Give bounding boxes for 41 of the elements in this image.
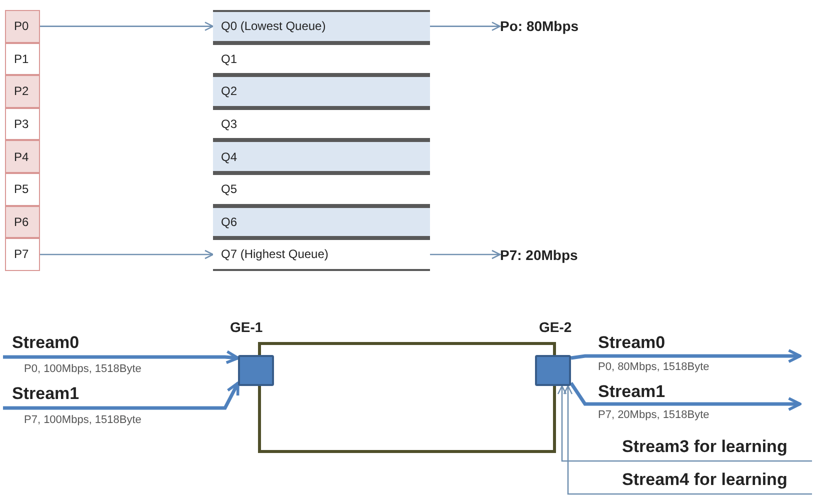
queue-row: Q5 [213, 173, 430, 206]
priority-cell: P6 [5, 206, 40, 238]
priority-cell: P3 [5, 108, 40, 140]
switch-box [258, 342, 556, 453]
queue-row: Q6 [213, 206, 430, 238]
port-label: GE-1 [230, 318, 263, 336]
arrow [40, 250, 214, 260]
arrow [570, 349, 802, 363]
rate-label: P7: 20Mbps [500, 245, 600, 265]
queue-row: Q0 (Lowest Queue) [213, 10, 430, 43]
arrow [557, 385, 812, 462]
stream-details: P7, 100Mbps, 1518Byte [24, 414, 142, 427]
port-label: GE-2 [539, 318, 572, 336]
priority-cell: P7 [5, 238, 40, 271]
priority-cell: P5 [5, 173, 40, 206]
stream-label: Stream1 [598, 382, 666, 402]
arrow [3, 350, 240, 364]
queue-row: Q1 [213, 42, 430, 76]
arrow [563, 385, 812, 495]
priority-cell: P0 [5, 10, 40, 43]
stream-details: P7, 20Mbps, 1518Byte [598, 409, 710, 422]
stream-label: Stream4 for learning [622, 470, 788, 490]
priority-cell: P4 [5, 140, 40, 173]
arrow [570, 382, 802, 411]
priority-cell: P1 [5, 42, 40, 76]
stream-details: P0, 100Mbps, 1518Byte [24, 363, 142, 376]
stream-label: Stream0 [598, 333, 666, 353]
queue-row: Q7 (Highest Queue) [213, 238, 430, 271]
arrow [3, 382, 240, 410]
stream-label: Stream0 [12, 333, 80, 353]
queue-row: Q4 [213, 140, 430, 173]
arrow [430, 250, 501, 260]
stream-details: P0, 80Mbps, 1518Byte [598, 361, 710, 374]
stream-label: Stream1 [12, 384, 80, 404]
rate-label: Po: 80Mbps [500, 16, 600, 36]
queue-row: Q2 [213, 75, 430, 108]
stream-label: Stream3 for learning [622, 437, 788, 457]
queue-row: Q3 [213, 108, 430, 140]
arrow [430, 22, 501, 31]
priority-cell: P2 [5, 75, 40, 108]
arrow [40, 22, 214, 31]
